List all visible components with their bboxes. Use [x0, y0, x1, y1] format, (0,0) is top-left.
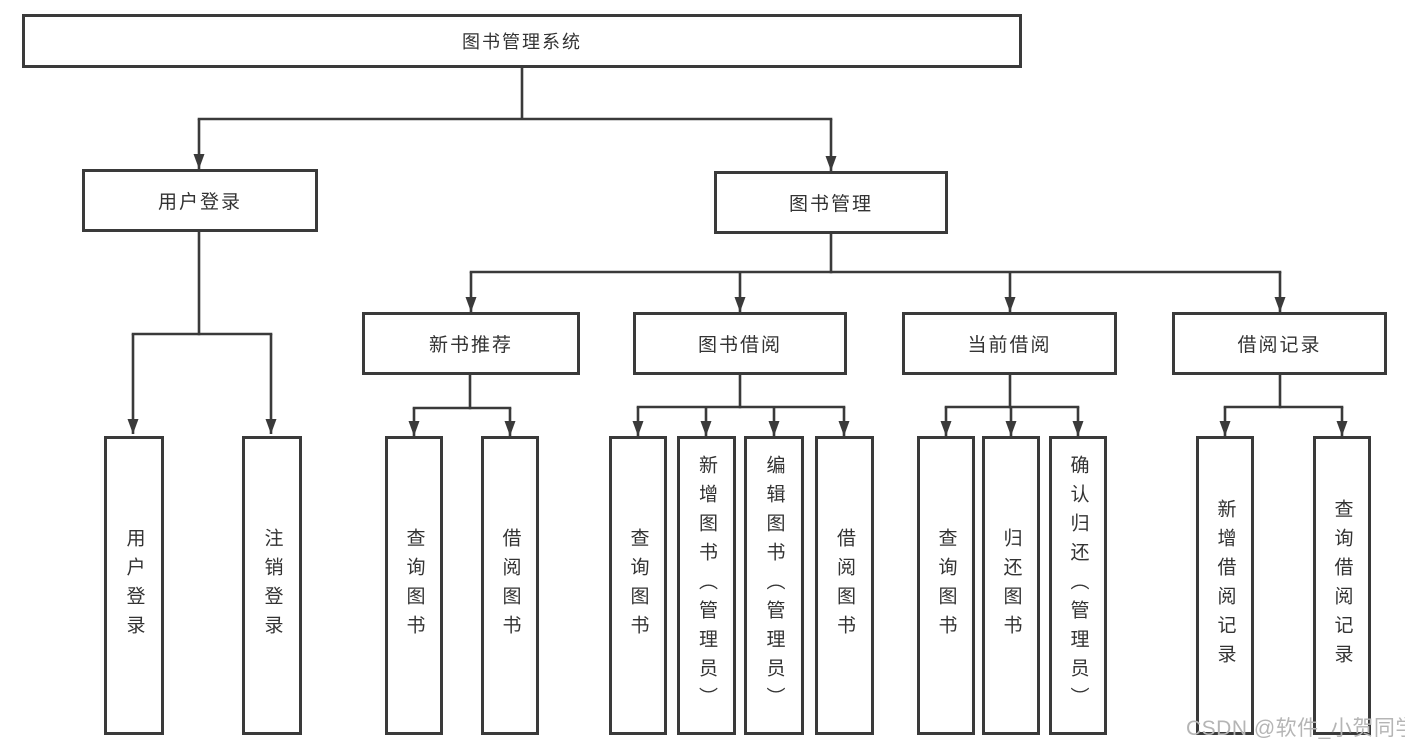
node-book-borrow-label: 图书借阅 [697, 335, 782, 356]
csdn-watermark: CSDN @软件_小贺同学 [1186, 717, 1405, 740]
node-book-borrow: 图书借阅 [633, 312, 847, 375]
leaf-return-book: 归还图书 [982, 436, 1040, 735]
leaf-add-borrow-record-label: 新增借阅记录 [1214, 498, 1236, 673]
node-current-borrow-label: 当前借阅 [967, 335, 1052, 356]
connector-borrow-record [1219, 375, 1348, 436]
node-new-book-recommend: 新书推荐 [362, 312, 580, 375]
node-root-label: 图书管理系统 [462, 32, 582, 52]
leaf-add-borrow-record: 新增借阅记录 [1196, 436, 1254, 735]
connector-root [193, 68, 837, 171]
leaf-query-borrow-record-label: 查询借阅记录 [1331, 498, 1353, 673]
connector-new-book-recommend [408, 375, 516, 436]
connector-book-borrow [632, 375, 850, 436]
leaf-logout: 注销登录 [242, 436, 302, 735]
leaf-add-book-admin: 新增图书（管理员） [677, 436, 736, 735]
leaf-borrow-book: 借阅图书 [815, 436, 874, 735]
leaf-edit-book-admin: 编辑图书（管理员） [744, 436, 804, 735]
leaf-current-query-book-label: 查询图书 [935, 527, 957, 644]
node-current-borrow: 当前借阅 [902, 312, 1117, 375]
node-book-management-label: 图书管理 [788, 194, 873, 215]
leaf-borrow-query-book-label: 查询图书 [627, 527, 649, 644]
leaf-borrow-book-label: 借阅图书 [834, 527, 855, 644]
leaf-borrow-query-book: 查询图书 [609, 436, 667, 735]
connector-user-login [127, 232, 277, 434]
leaf-user-login-label: 用户登录 [123, 527, 145, 644]
leaf-user-login: 用户登录 [104, 436, 164, 735]
node-user-login: 用户登录 [82, 169, 318, 232]
leaf-recommend-borrow-book: 借阅图书 [481, 436, 539, 735]
node-borrow-record-label: 借阅记录 [1237, 335, 1322, 356]
leaf-confirm-return-admin-label: 确认归还（管理员） [1067, 455, 1089, 716]
leaf-query-borrow-record: 查询借阅记录 [1313, 436, 1371, 735]
connector-book-management [465, 234, 1286, 312]
leaf-current-query-book: 查询图书 [917, 436, 975, 735]
node-borrow-record: 借阅记录 [1172, 312, 1387, 375]
leaf-confirm-return-admin: 确认归还（管理员） [1049, 436, 1107, 735]
leaf-recommend-query-book-label: 查询图书 [403, 527, 425, 644]
connector-current-borrow [940, 375, 1084, 436]
node-book-management: 图书管理 [714, 171, 948, 234]
leaf-return-book-label: 归还图书 [1000, 527, 1022, 644]
leaf-recommend-borrow-book-label: 借阅图书 [499, 527, 521, 644]
node-new-book-recommend-label: 新书推荐 [428, 335, 513, 356]
node-user-login-label: 用户登录 [157, 192, 242, 213]
leaf-logout-label: 注销登录 [261, 527, 283, 644]
leaf-recommend-query-book: 查询图书 [385, 436, 443, 735]
node-root: 图书管理系统 [22, 14, 1022, 68]
leaf-edit-book-admin-label: 编辑图书（管理员） [763, 455, 785, 716]
leaf-add-book-admin-label: 新增图书（管理员） [696, 455, 717, 716]
